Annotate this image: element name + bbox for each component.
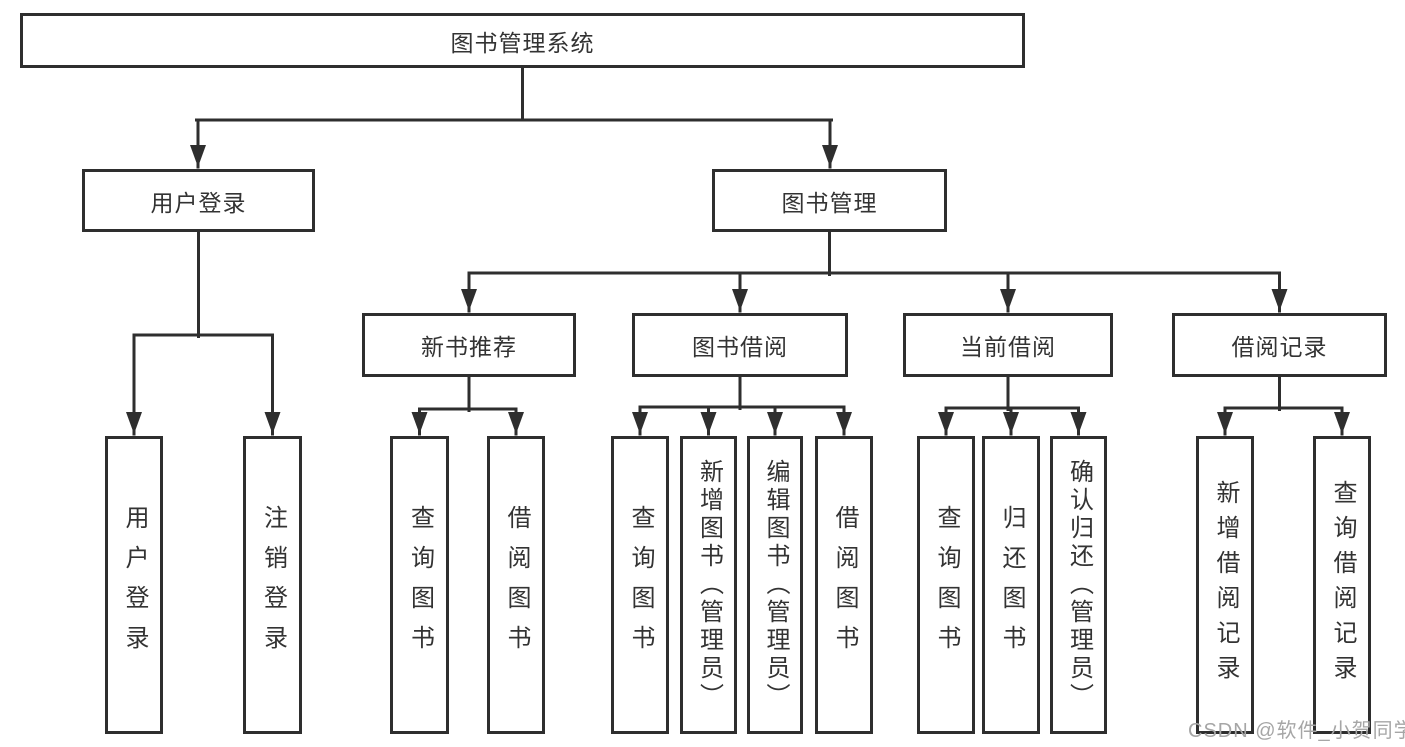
leaf-borrow-add-book-admin: 新增图书（管理员） xyxy=(680,436,737,734)
node-current-borrow: 当前借阅 xyxy=(903,313,1113,377)
leaf-record-add-borrow-record: 新增借阅记录 xyxy=(1196,436,1254,734)
node-borrow-record: 借阅记录 xyxy=(1172,313,1387,377)
leaf-borrow-borrow-book: 借阅图书 xyxy=(815,436,873,734)
node-root: 图书管理系统 xyxy=(20,13,1025,68)
leaf-current-confirm-return-admin: 确认归还（管理员） xyxy=(1050,436,1107,734)
leaf-record-query-borrow-record: 查询借阅记录 xyxy=(1313,436,1371,734)
leaf-borrow-query-book: 查询图书 xyxy=(611,436,669,734)
watermark: CSDN @软件_小贺同学 xyxy=(1188,720,1405,742)
node-new-book-recommend: 新书推荐 xyxy=(362,313,576,377)
leaf-user-login: 用户登录 xyxy=(105,436,163,734)
leaf-recommend-borrow-book: 借阅图书 xyxy=(487,436,545,734)
node-user-login: 用户登录 xyxy=(82,169,315,232)
node-book-management: 图书管理 xyxy=(712,169,947,232)
leaf-logout: 注销登录 xyxy=(243,436,302,734)
leaf-current-query-book: 查询图书 xyxy=(917,436,975,734)
leaf-current-return-book: 归还图书 xyxy=(982,436,1040,734)
leaf-borrow-edit-book-admin: 编辑图书（管理员） xyxy=(747,436,803,734)
leaf-recommend-query-book: 查询图书 xyxy=(390,436,449,734)
node-book-borrow: 图书借阅 xyxy=(632,313,848,377)
